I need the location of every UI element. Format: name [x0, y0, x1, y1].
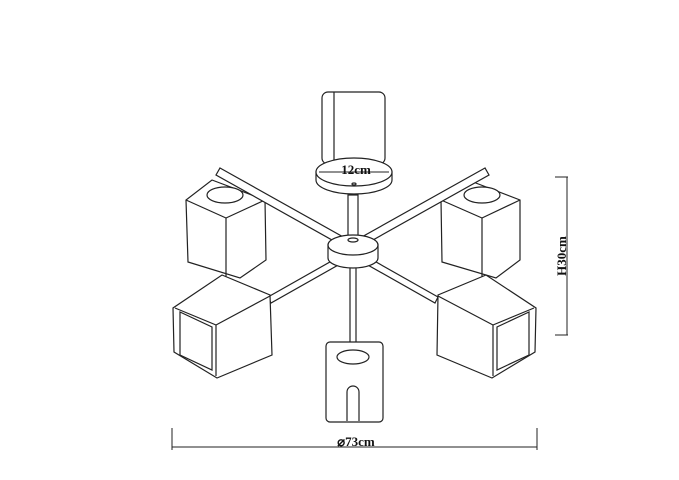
width-dimension [171, 428, 538, 450]
shade-back-top [321, 91, 386, 165]
canopy [315, 157, 393, 195]
shade-lower-right [436, 274, 537, 379]
height-label: H30cm [554, 236, 569, 276]
overall-diameter-label: ⌀73cm [337, 434, 375, 449]
shade-bottom [325, 341, 384, 423]
shade-upper-left [185, 179, 267, 279]
height-dimension [555, 176, 568, 336]
hub [327, 194, 379, 269]
canopy-diameter-label: 12cm [341, 162, 371, 177]
shade-upper-right [440, 179, 521, 279]
shade-lower-left [172, 274, 273, 379]
